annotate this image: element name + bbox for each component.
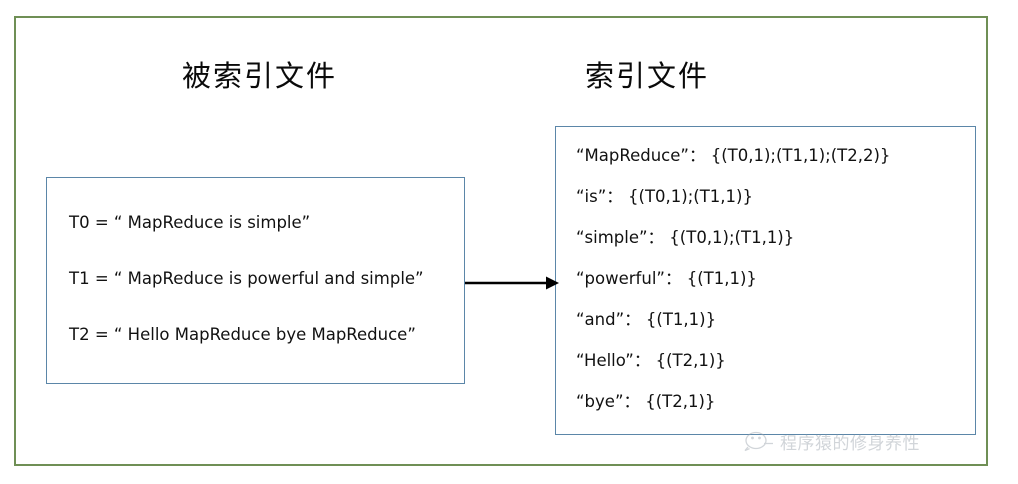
index-entry: “powerful”： {(T1,1)} (576, 269, 757, 288)
right-section-title: 索引文件 (585, 59, 710, 93)
index-entry: “MapReduce”： {(T0,1);(T1,1);(T2,2)} (576, 146, 891, 165)
document-line: T0 = “ MapReduce is simple” (69, 213, 311, 232)
index-entry: “is”： {(T0,1);(T1,1)} (576, 187, 753, 206)
right-arrow-icon (465, 276, 559, 290)
index-panel: “MapReduce”： {(T0,1);(T1,1);(T2,2)} “is”… (555, 126, 976, 435)
document-line: T2 = “ Hello MapReduce bye MapReduce” (69, 325, 416, 344)
watermark: 程序猿的修身养性 (744, 428, 920, 454)
index-entry: “bye”： {(T2,1)} (576, 392, 716, 411)
documents-panel: T0 = “ MapReduce is simple” T1 = “ MapRe… (46, 177, 465, 384)
wechat-logo-icon (744, 431, 773, 452)
left-section-title: 被索引文件 (182, 59, 338, 93)
index-entry: “simple”： {(T0,1);(T1,1)} (576, 228, 795, 247)
index-entry: “and”： {(T1,1)} (576, 310, 717, 329)
watermark-text: 程序猿的修身养性 (780, 433, 920, 454)
index-entry: “Hello”： {(T2,1)} (576, 351, 726, 370)
document-line: T1 = “ MapReduce is powerful and simple” (69, 269, 424, 288)
